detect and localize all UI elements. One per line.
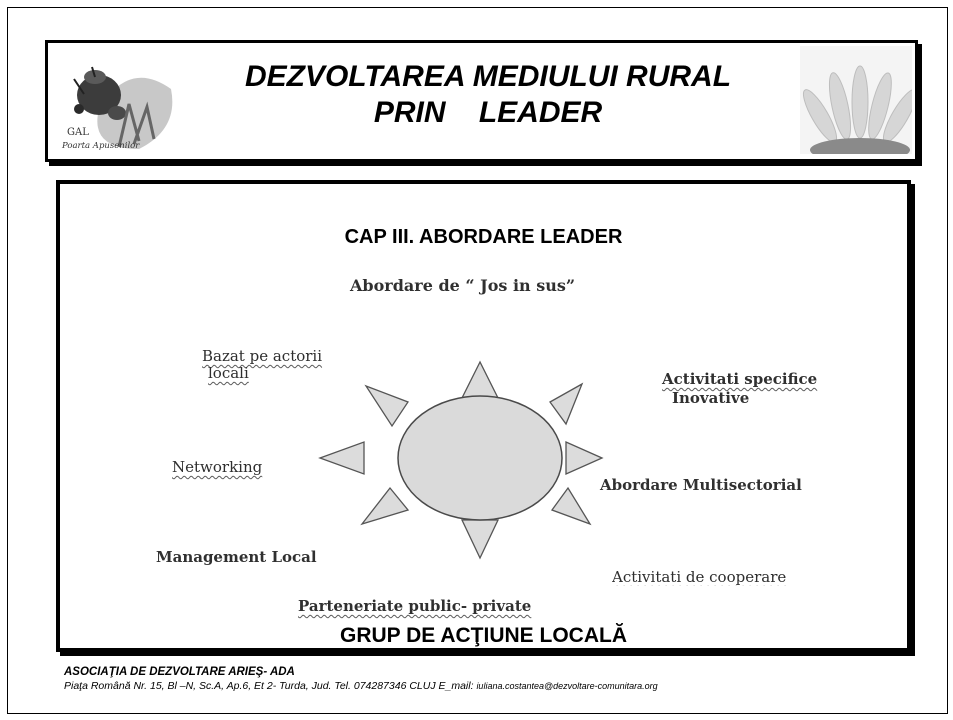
- label-public-private: Parteneriate public- private: [298, 597, 532, 615]
- page-title: DEZVOLTAREA MEDIULUI RURAL PRIN LEADER: [208, 59, 768, 131]
- label-local-actors: Bazat pe actorii locali: [202, 347, 323, 382]
- label-bottom-up: Abordare de “ Jos in sus”: [350, 276, 576, 295]
- label-specific-activities: Activitati specifice Inovative: [662, 370, 818, 407]
- gal-logo-graphic: GAL Poarta Apusenilor: [59, 49, 184, 153]
- gal-logo: GAL Poarta Apusenilor: [59, 49, 184, 153]
- footer-email: iuliana.costantea@dezvoltare-comunitara.…: [476, 681, 658, 691]
- ray-top-left: [364, 384, 409, 428]
- ray-top: [460, 360, 500, 399]
- title-line-1: DEZVOLTAREA MEDIULUI RURAL: [244, 60, 732, 93]
- sun-center: [397, 395, 563, 521]
- ray-bottom-left: [360, 486, 410, 526]
- ray-top-right: [549, 382, 584, 426]
- label-networking: Networking: [172, 458, 263, 476]
- footer-organization: ASOCIAŢIA DE DEZVOLTARE ARIEŞ- ADA: [64, 666, 295, 678]
- footer: ASOCIAŢIA DE DEZVOLTARE ARIEŞ- ADA Piaţa…: [64, 665, 934, 693]
- page-frame: [7, 7, 948, 714]
- group-label: GRUP DE ACŢIUNE LOCALĂ: [339, 624, 627, 647]
- logo-text-name: Poarta Apusenilor: [61, 141, 140, 151]
- header-banner: GAL Poarta Apusenilor DEZVOLTAREA MEDIUL…: [45, 40, 918, 162]
- sun-diagram: [318, 360, 604, 560]
- leader-diagram-panel: CAP III. ABORDARE LEADER Abordare de “ J…: [56, 180, 911, 652]
- label-local-management: Management Local: [156, 548, 317, 566]
- ray-right: [565, 440, 604, 476]
- footer-address: Piaţa Română Nr. 15, Bl –N, Sc.A, Ap.6, …: [64, 680, 658, 692]
- ray-left: [318, 441, 365, 475]
- logo-text-gal: GAL: [67, 127, 89, 138]
- label-cooperation: Activitati de cooperare: [612, 568, 787, 586]
- ray-bottom: [460, 519, 500, 560]
- sunflower-image: [800, 46, 918, 162]
- title-line-2: PRIN LEADER: [373, 96, 603, 129]
- ray-bottom-right: [550, 486, 592, 526]
- chapter-title: CAP III. ABORDARE LEADER: [344, 226, 623, 248]
- label-multisectorial: Abordare Multisectorial: [600, 476, 802, 494]
